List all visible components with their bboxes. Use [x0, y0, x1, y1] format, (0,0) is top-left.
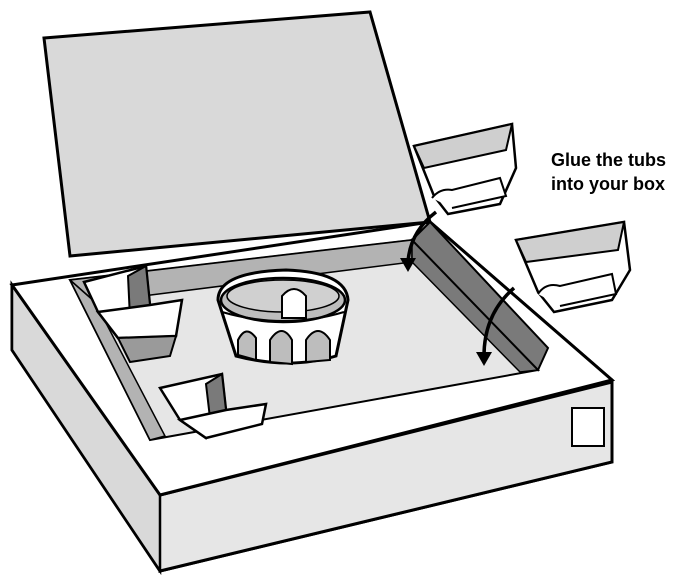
loose-tub-lower	[516, 222, 630, 312]
center-bowl	[218, 270, 348, 364]
box-label	[572, 408, 604, 446]
caption-line-1: Glue the tubs	[551, 148, 666, 172]
instruction-caption: Glue the tubs into your box	[551, 148, 666, 196]
caption-line-2: into your box	[551, 172, 666, 196]
box-lid	[44, 12, 430, 256]
loose-tub-upper	[414, 124, 516, 214]
